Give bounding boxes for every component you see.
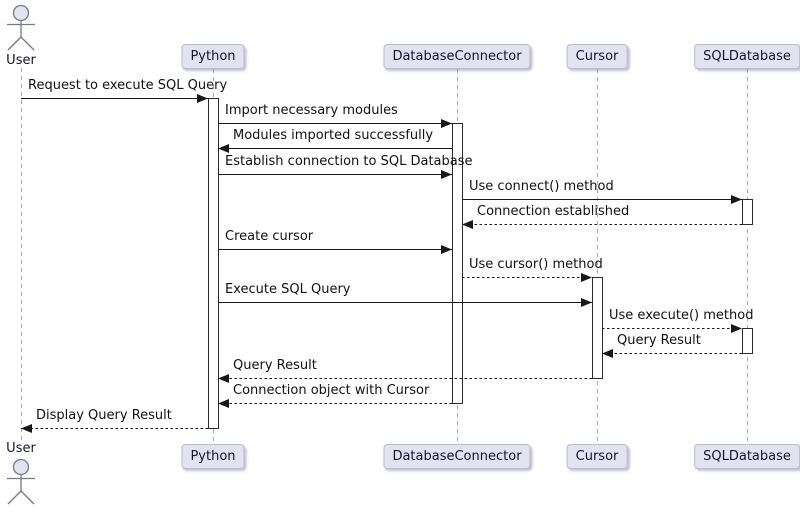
arrowhead — [602, 349, 613, 358]
arrowhead — [441, 245, 452, 254]
arrowhead — [731, 195, 742, 204]
activation-bar-cursor — [592, 277, 603, 379]
participant-box-top-sqldb: SQLDatabase — [694, 44, 800, 69]
actor-name-bottom: User — [6, 441, 36, 456]
message-label: Query Result — [233, 358, 317, 373]
arrowhead — [441, 170, 452, 179]
actor-name-top: User — [6, 53, 36, 68]
message-label: Connection established — [477, 204, 630, 219]
activation-bar-dbconn — [452, 123, 463, 404]
message-label: Establish connection to SQL Database — [225, 154, 473, 169]
arrowhead — [218, 144, 229, 153]
activation-bar-python — [208, 98, 219, 429]
message-label: Use connect() method — [469, 179, 614, 194]
arrowhead — [462, 220, 473, 229]
message-label: Request to execute SQL Query — [28, 78, 228, 93]
participant-box-bottom-dbconn: DatabaseConnector — [383, 444, 531, 469]
actor-figure-top-user — [7, 4, 35, 51]
activation-bar-sqldb — [742, 199, 753, 225]
arrowhead — [441, 119, 452, 128]
arrowhead — [218, 374, 229, 383]
arrowhead — [731, 324, 742, 333]
message-label: Execute SQL Query — [225, 282, 351, 297]
arrowhead — [581, 273, 592, 282]
arrowhead — [21, 424, 32, 433]
arrowhead — [581, 298, 592, 307]
participant-box-top-cursor: Cursor — [566, 44, 628, 69]
participant-box-top-dbconn: DatabaseConnector — [383, 44, 531, 69]
message-label: Query Result — [617, 333, 701, 348]
activation-bar-sqldb — [742, 328, 753, 354]
actor-figure-bottom-user — [7, 458, 35, 505]
message-label: Create cursor — [225, 229, 314, 244]
participant-box-bottom-python: Python — [181, 444, 245, 469]
message-label: Use execute() method — [609, 308, 754, 323]
participant-box-bottom-sqldb: SQLDatabase — [694, 444, 800, 469]
message-label: Use cursor() method — [469, 257, 603, 272]
arrowhead — [218, 399, 229, 408]
arrowhead — [197, 94, 208, 103]
message-label: Import necessary modules — [225, 103, 398, 118]
message-label: Display Query Result — [36, 408, 172, 423]
participant-box-top-python: Python — [181, 44, 245, 69]
message-label: Connection object with Cursor — [233, 383, 430, 398]
participant-box-bottom-cursor: Cursor — [566, 444, 628, 469]
message-label: Modules imported successfully — [233, 128, 434, 143]
